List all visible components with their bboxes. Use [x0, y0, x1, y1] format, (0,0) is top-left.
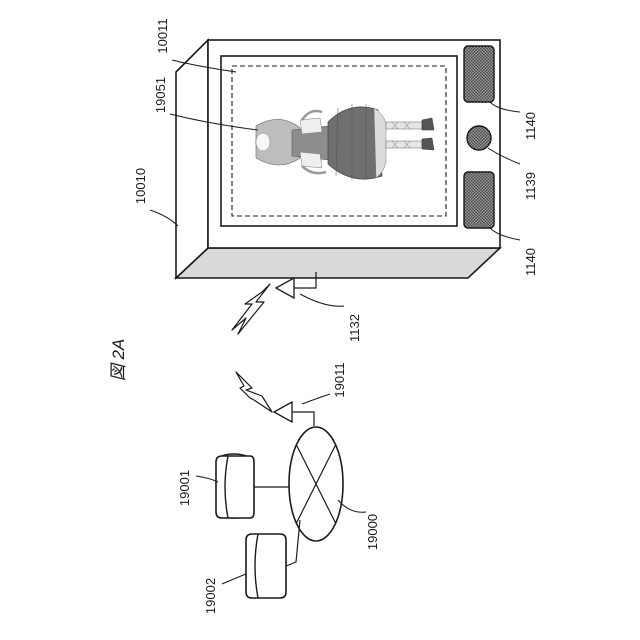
leader-19011 — [302, 394, 330, 404]
display-top-face — [176, 40, 208, 278]
figure-title: 図 2A — [109, 339, 128, 382]
speaker-bottom — [464, 172, 494, 228]
label-1140-bottom: 1140 — [523, 248, 538, 276]
label-19011: 19011 — [332, 362, 347, 397]
leader-10010 — [150, 210, 178, 226]
server-node — [289, 427, 343, 541]
leader-19001 — [196, 476, 218, 482]
display-side-face — [176, 248, 500, 278]
label-1132: 1132 — [347, 314, 362, 342]
label-19051: 19051 — [153, 77, 168, 113]
label-19000: 19000 — [365, 514, 380, 550]
control-button — [467, 126, 491, 150]
leader-19002 — [222, 574, 246, 584]
leader-1132 — [300, 294, 344, 306]
database-19001-body — [216, 456, 254, 518]
server-antenna — [274, 402, 314, 426]
label-19001: 19001 — [177, 470, 192, 506]
label-10011: 10011 — [155, 18, 170, 53]
display-device — [176, 40, 500, 298]
label-10010: 10010 — [133, 168, 148, 204]
database-19002-body — [246, 534, 286, 598]
speaker-top — [464, 46, 494, 102]
label-19002: 19002 — [203, 578, 218, 614]
label-1140-top: 1140 — [523, 112, 538, 140]
label-1139: 1139 — [523, 172, 538, 200]
wireless-signal-display — [232, 284, 270, 334]
wireless-signal-server — [236, 372, 272, 412]
